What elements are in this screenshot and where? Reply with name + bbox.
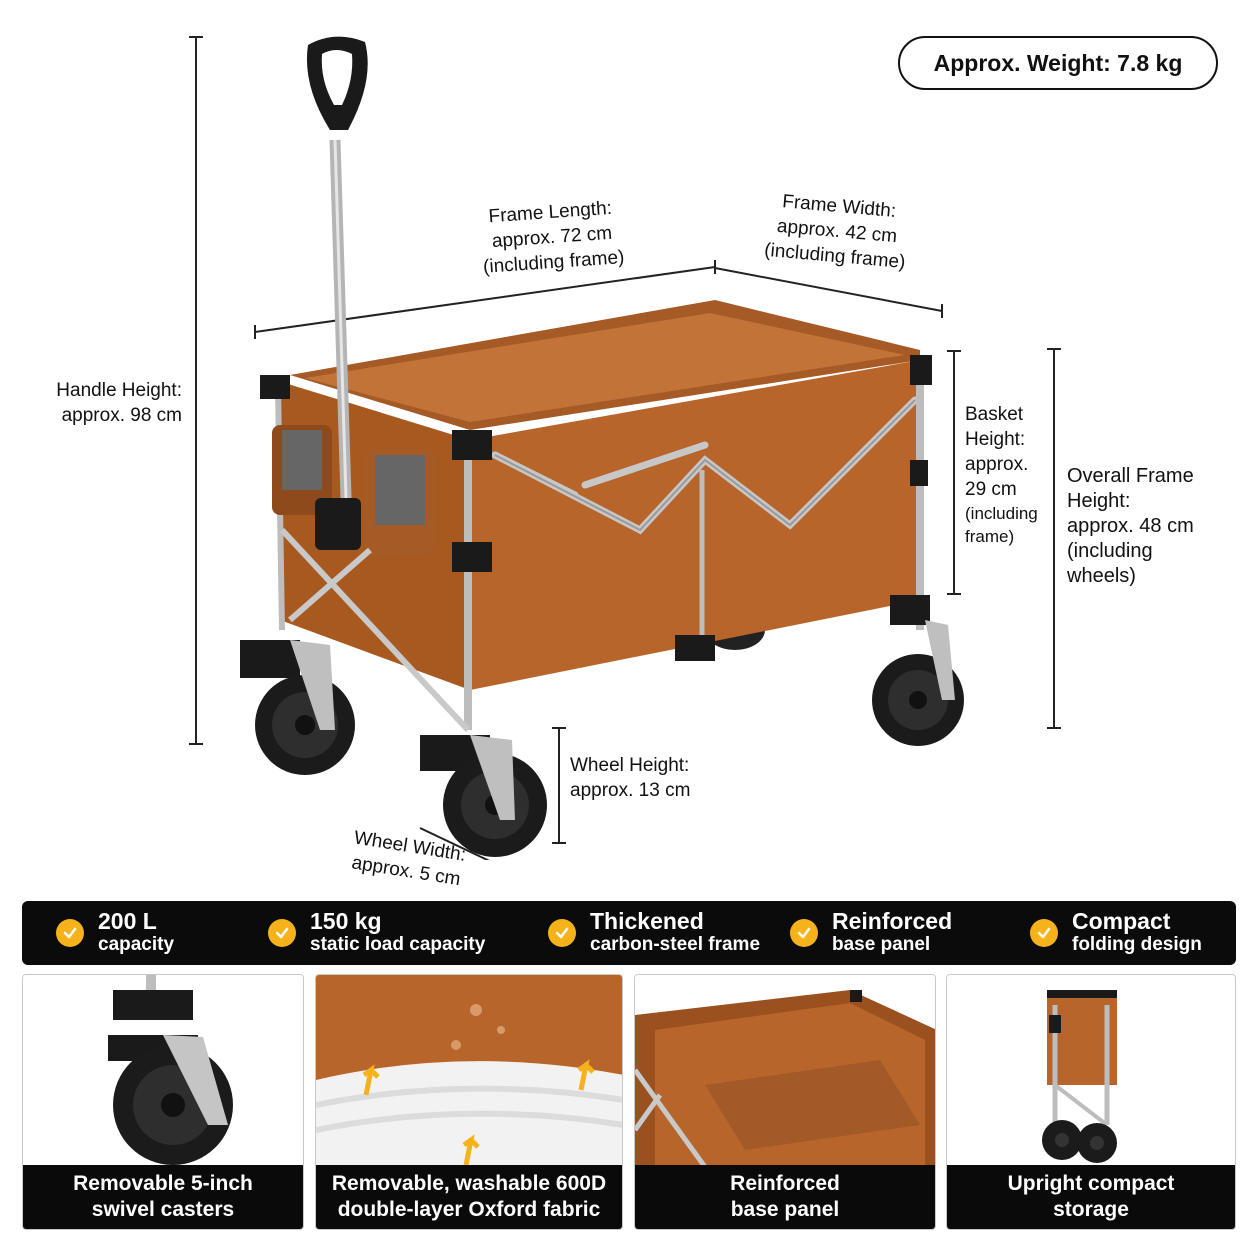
feature-sub: carbon-steel frame: [590, 934, 761, 955]
feature-folding: Compact folding design: [1030, 901, 1202, 965]
feature-title: Thickened: [590, 908, 704, 934]
basket: [260, 300, 932, 733]
check-icon: [1030, 919, 1058, 947]
handle-height-line: [195, 36, 197, 744]
check-icon: [56, 919, 84, 947]
feature-load: 150 kg static load capacity: [268, 901, 485, 965]
feature-sub: capacity: [98, 934, 175, 955]
feature-sub: base panel: [832, 934, 931, 955]
base-image: [635, 975, 935, 1169]
feature-sub: folding design: [1072, 934, 1202, 955]
handle-height-cap-top: [189, 36, 203, 38]
feature-base: Reinforced base panel: [790, 901, 952, 965]
feature-frame: Thickened carbon-steel frame: [548, 901, 760, 965]
overall-height-cap-top: [1047, 348, 1061, 350]
fabric-image: [316, 975, 622, 1167]
handle-height-label: Handle Height: approx. 98 cm: [56, 380, 182, 426]
check-icon: [548, 919, 576, 947]
basket-height-cap-bottom: [947, 593, 961, 595]
wheel-height-cap-bottom: [552, 842, 566, 844]
check-icon: [790, 919, 818, 947]
basket-height-cap-top: [947, 350, 961, 352]
rear-right-caster: [872, 620, 964, 746]
front-left-caster: [240, 640, 355, 775]
wheel-height-label: Wheel Height: approx. 13 cm: [570, 755, 691, 801]
weight-badge: Approx. Weight: 7.8 kg: [898, 36, 1218, 90]
wagon-illustration: [240, 36, 964, 860]
feature-title: 200 L: [98, 908, 157, 934]
overall-height-cap-bottom: [1047, 727, 1061, 729]
check-icon: [268, 919, 296, 947]
feature-bar: 200 L capacity 150 kg static load capaci…: [22, 901, 1236, 965]
frame-dimension-lines: [254, 260, 943, 860]
caster-image: [23, 975, 303, 1167]
wheel-height-line: [558, 727, 560, 843]
feature-title: Reinforced: [832, 908, 953, 934]
handle-height-cap-bottom: [189, 743, 203, 745]
feature-capacity: 200 L capacity: [56, 901, 174, 965]
basket-height-line: [953, 350, 955, 594]
feature-title: 150 kg: [310, 908, 382, 934]
storage-image: [947, 975, 1235, 1167]
overall-height-label: Overall Frame Height: approx. 48 cm (inc…: [1067, 465, 1194, 587]
feature-title: Compact: [1072, 908, 1171, 934]
wheel-height-cap-top: [552, 727, 566, 729]
pull-handle: [306, 36, 368, 550]
feature-sub: static load capacity: [310, 934, 486, 955]
overall-height-line: [1053, 348, 1055, 728]
basket-height-label: Basket Height: approx. 29 cm (including …: [965, 404, 1038, 546]
front-right-caster: [420, 735, 547, 857]
